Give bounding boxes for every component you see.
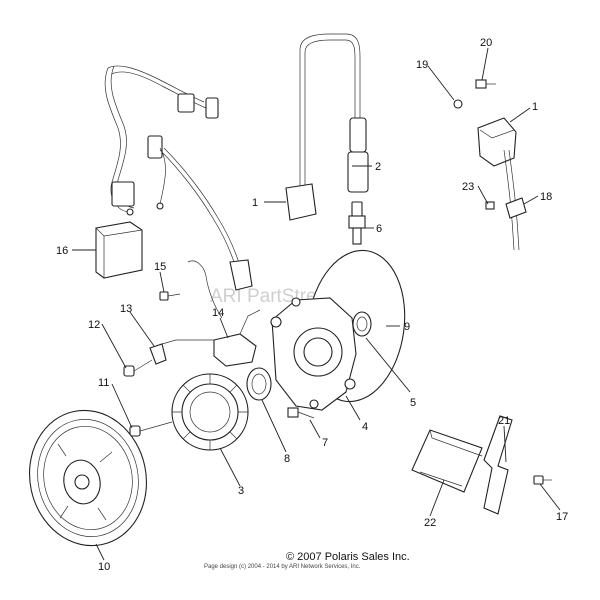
copyright-text: © 2007 Polaris Sales Inc.	[286, 551, 410, 563]
coil-body-1	[285, 183, 317, 221]
callout-7: 7	[322, 437, 328, 449]
screw-17	[533, 475, 552, 485]
callout-1-right: 1	[532, 101, 538, 113]
callout-17: 17	[556, 511, 568, 523]
callout-3: 3	[238, 485, 244, 497]
bracket-21	[483, 415, 513, 515]
wiring-harness	[104, 65, 243, 275]
seal-5	[352, 311, 372, 337]
spark-plug	[348, 201, 366, 245]
harness-connector-top	[177, 93, 195, 113]
stator-plate	[270, 297, 357, 411]
plug-boot	[347, 151, 369, 193]
harness-connector-low	[111, 181, 135, 207]
bolt-7	[287, 407, 315, 419]
voltage-regulator	[95, 221, 143, 279]
callout-10: 10	[98, 561, 110, 573]
callout-19: 19	[416, 59, 428, 71]
callout-9: 9	[404, 321, 410, 333]
plug-cap	[349, 117, 367, 153]
bolt-20	[475, 79, 487, 89]
callout-21: 21	[498, 415, 510, 427]
callout-2: 2	[375, 161, 381, 173]
stator-coil	[171, 373, 249, 451]
leader-lines	[72, 47, 561, 561]
module-22	[411, 429, 483, 493]
callout-22: 22	[424, 517, 436, 529]
pickup-bracket	[187, 259, 261, 367]
callout-11: 11	[98, 377, 109, 389]
harness-ring-left	[126, 208, 134, 216]
bolt-15	[159, 291, 181, 301]
seal-8	[246, 367, 272, 401]
callout-1-coil: 1	[252, 197, 258, 209]
nut-19	[453, 99, 463, 109]
callout-6: 6	[376, 223, 382, 235]
callout-5: 5	[410, 397, 416, 409]
bolt-23	[485, 201, 495, 210]
clamp-18	[505, 197, 527, 219]
callout-4: 4	[362, 421, 368, 433]
spark-plug-wire	[285, 33, 369, 221]
callout-13: 13	[120, 303, 132, 315]
callout-8: 8	[284, 453, 290, 465]
callout-14: 14	[212, 307, 224, 319]
screw-12	[123, 359, 153, 377]
harness-connector-mid	[147, 135, 163, 159]
page-credit: Page design (c) 2004 - 2014 by ARI Netwo…	[204, 564, 361, 570]
callout-labels: 1 2 6 1 20 19 23 18 16 15 14 13 12 11 3 …	[56, 37, 568, 573]
ignition-coil-right	[453, 79, 527, 251]
callout-18: 18	[540, 191, 552, 203]
callout-15: 15	[154, 261, 166, 273]
callout-23: 23	[462, 181, 474, 193]
bolt-11	[129, 421, 173, 437]
callout-20: 20	[480, 37, 492, 49]
plate-bearing-inner	[303, 337, 333, 367]
pickup-boot	[229, 259, 253, 291]
callout-16: 16	[56, 245, 68, 257]
flywheel	[28, 409, 148, 547]
callout-12: 12	[88, 319, 100, 331]
bracket-13	[149, 339, 214, 365]
harness-plug-top	[205, 97, 219, 119]
